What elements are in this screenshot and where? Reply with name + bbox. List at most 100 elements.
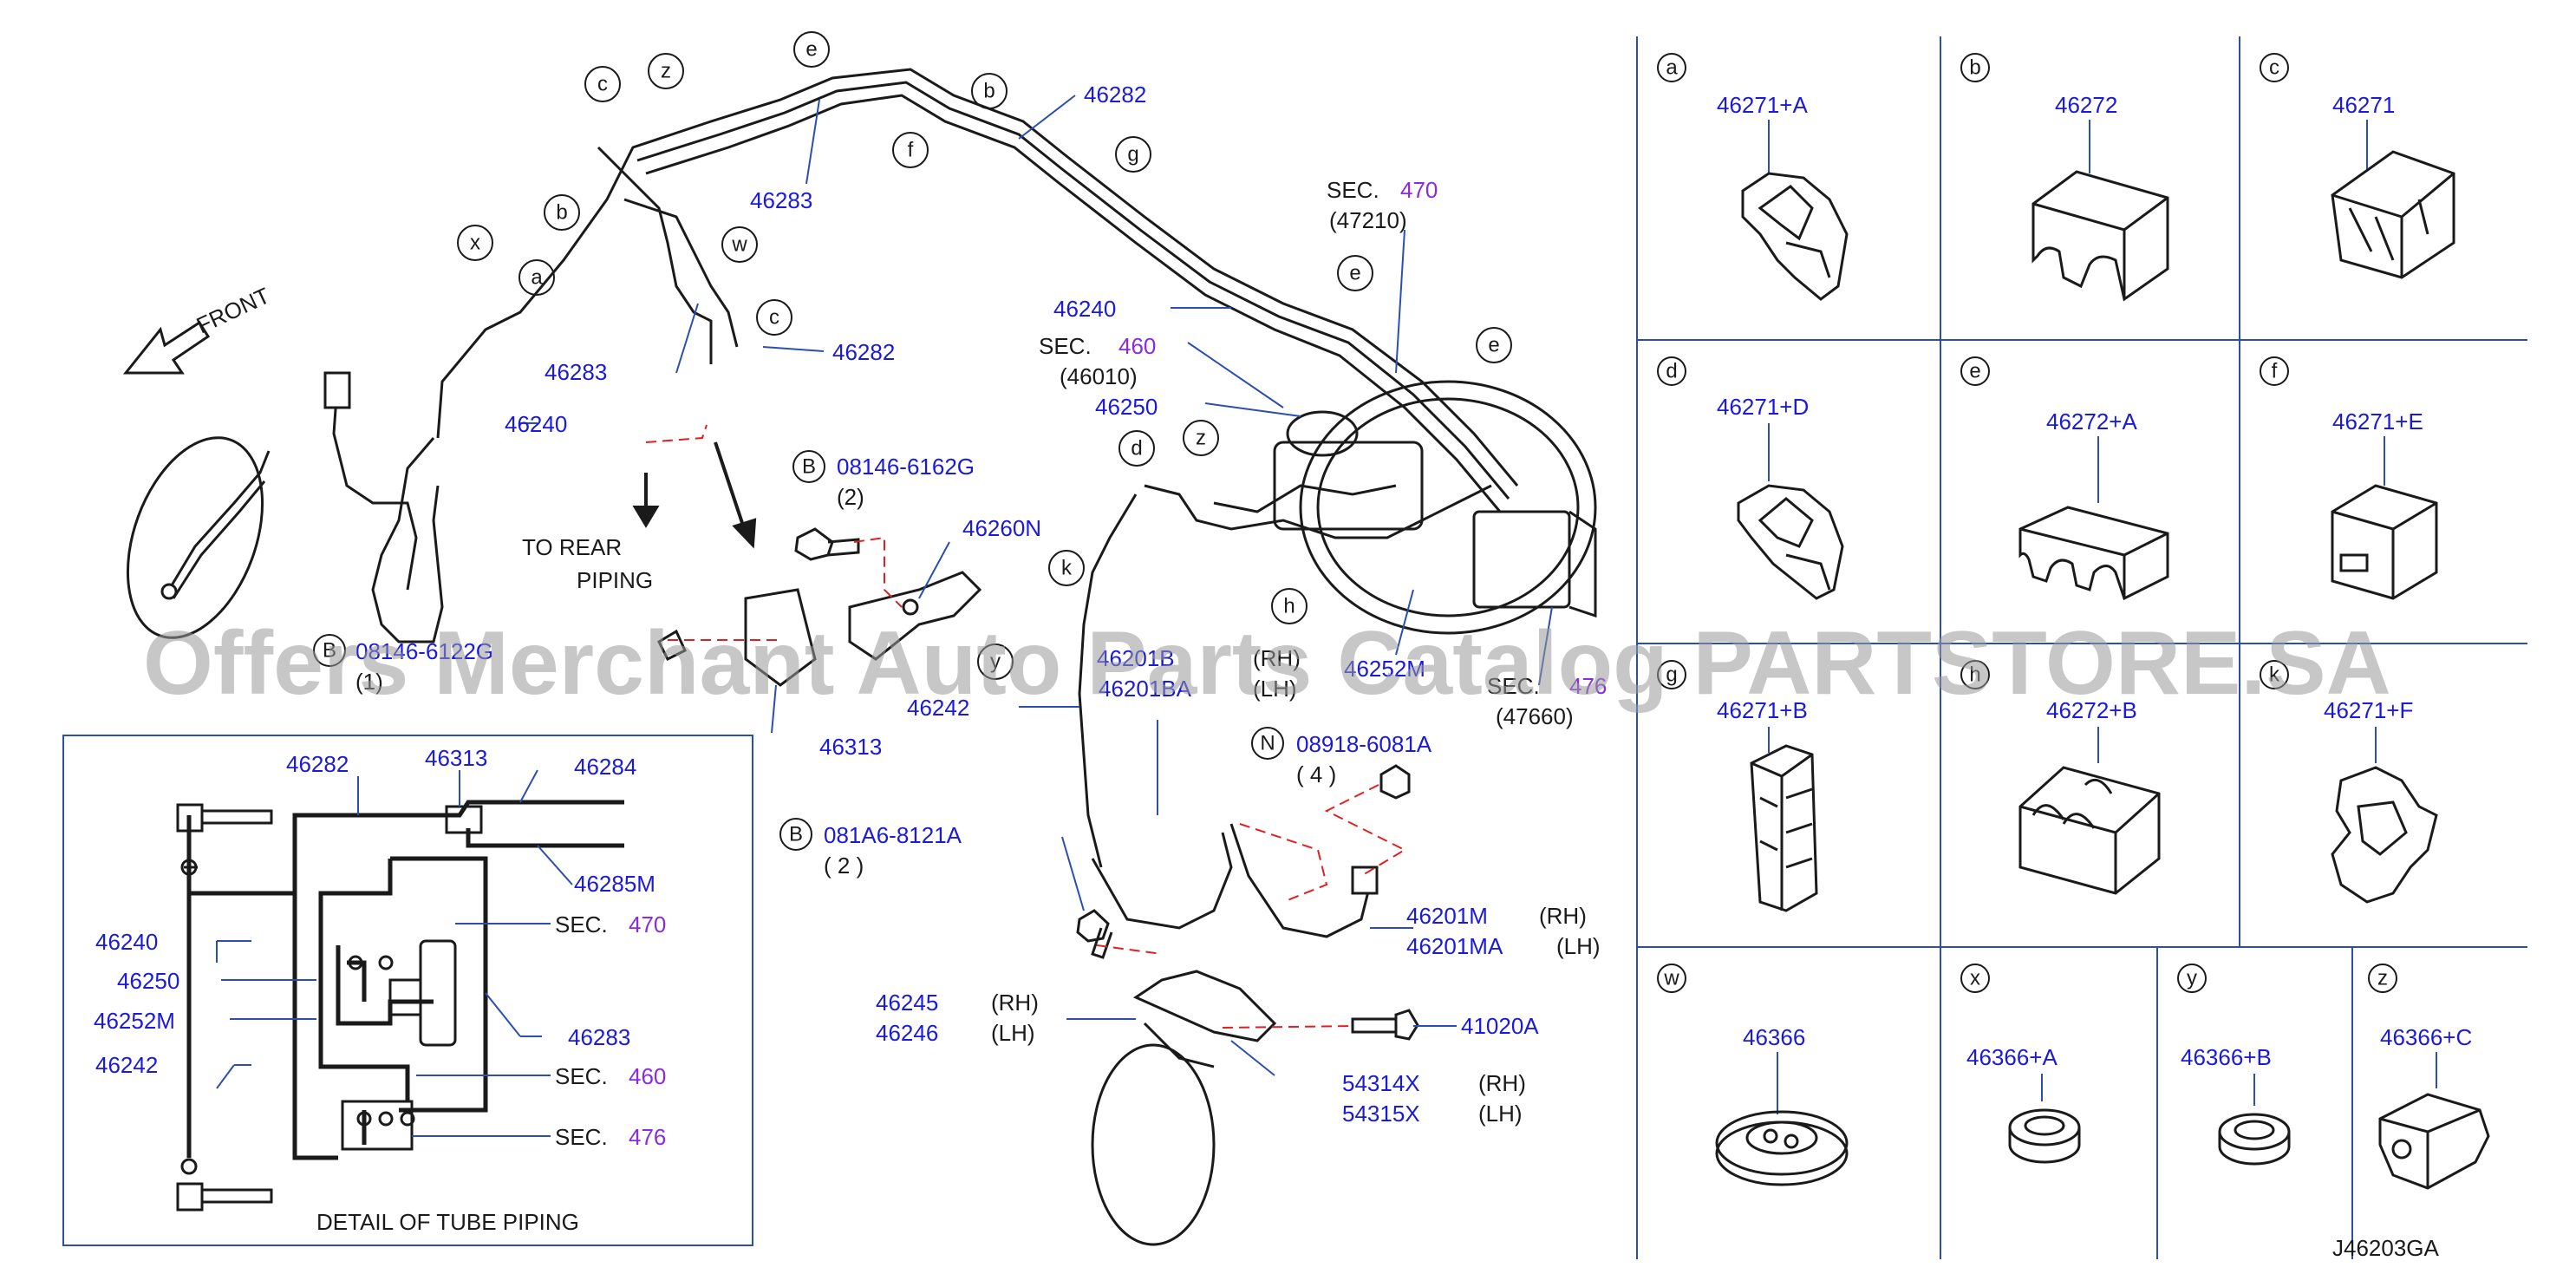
part-label[interactable]: 46242 [907,695,969,721]
clip-cell-k[interactable]: k 46271+F [2260,660,2438,904]
callout-circle[interactable]: z [1183,420,1219,456]
part-label[interactable]: 46250 [1095,394,1158,420]
callout-circle[interactable]: e [793,31,830,68]
detail-section-number[interactable]: 470 [629,911,666,937]
callout-circle[interactable]: f [892,132,929,168]
grommet-cell-y[interactable]: y 46366+B [2177,964,2291,1166]
detail-section-number[interactable]: 476 [629,1124,666,1150]
dashed-leaders [645,424,1407,1029]
bolt-ref-b1[interactable]: B [792,450,825,483]
clip-cell-h[interactable]: h 46272+B [1960,660,2161,895]
detail-part-label[interactable]: 46240 [95,929,158,955]
part-label[interactable]: 46201M [1406,903,1488,929]
part-label[interactable]: 46260N [962,515,1041,541]
clip-cell-d[interactable]: d 46271+D [1657,356,1844,600]
clip-a-icon [1741,172,1849,301]
fastener-part[interactable]: 08146-6162G [837,454,975,480]
part-label[interactable]: 46252M [1344,656,1425,682]
clip-part-number: 46366+C [2380,1024,2472,1050]
callout-circle[interactable]: e [1337,255,1373,291]
nut-icon [1379,764,1411,800]
part-label[interactable]: 46282 [1084,82,1146,108]
part-label[interactable]: 46240 [1053,296,1116,322]
callout-circle[interactable]: y [977,644,1014,680]
callout-circle[interactable]: w [721,226,758,263]
callout-circle[interactable]: h [1271,588,1308,624]
svg-text:b: b [556,201,567,225]
clip-letter: z [2377,967,2388,990]
svg-text:g: g [1127,143,1138,167]
callout-circle[interactable]: c [584,66,621,102]
callout-circle[interactable]: d [1118,430,1155,467]
part-label[interactable]: 46240 [505,411,567,437]
part-label[interactable]: 46201MA [1406,933,1503,959]
section-ref-number[interactable]: 470 [1400,177,1438,203]
front-arrow-icon [122,320,211,375]
clip-letter: y [2187,967,2197,990]
section-ref-number[interactable]: 460 [1118,333,1156,359]
detail-section-number[interactable]: 460 [629,1063,666,1089]
clip-k-icon [2331,766,2438,904]
callout-circle[interactable]: a [518,259,555,296]
part-label[interactable]: 46283 [750,187,812,213]
rear-piping-label: PIPING [577,567,653,593]
detail-part-label[interactable]: 46284 [574,754,636,780]
nut-ref-n[interactable]: N [1251,727,1284,760]
diagram-code: J46203GA [2332,1235,2440,1261]
fastener-part[interactable]: 08918-6081A [1296,731,1432,757]
detail-part-label[interactable]: 46250 [117,968,179,994]
part-label[interactable]: 54315X [1342,1101,1420,1127]
clip-part-number: 46271+E [2332,408,2423,434]
callout-circle[interactable]: b [971,73,1008,109]
rear-piping-label: TO REAR [522,534,622,560]
part-label[interactable]: 46282 [832,339,895,365]
callout-leaders [520,95,1553,1076]
bolt-ref-b3[interactable]: B [779,818,812,851]
clip-cell-f[interactable]: f 46271+E [2260,356,2438,600]
part-label[interactable]: 46201BA [1099,676,1192,702]
callout-circle[interactable]: z [648,53,684,89]
svg-text:f: f [908,139,914,162]
section-ref-number[interactable]: 476 [1569,673,1607,699]
svg-text:c: c [769,306,779,330]
clip-parts-grid [1636,36,2527,1259]
part-label[interactable]: 46246 [876,1020,938,1046]
svg-text:B: B [323,639,336,663]
part-label[interactable]: 54314X [1342,1070,1420,1096]
detail-part-label[interactable]: 46285M [574,871,655,897]
part-label[interactable]: 46313 [819,734,882,760]
detail-part-label[interactable]: 46252M [94,1008,175,1034]
part-label[interactable]: 46201B [1097,645,1175,671]
fastener-part[interactable]: 081A6-8121A [824,822,962,848]
clip-cell-e[interactable]: e 46272+A [1960,356,2169,601]
grommet-cell-x[interactable]: x 46366+A [1960,964,2081,1164]
svg-text:k: k [1061,557,1073,580]
callout-circle[interactable]: b [544,194,580,231]
callout-circle[interactable]: x [457,225,493,261]
clip-cell-a[interactable]: a 46271+A [1657,53,1849,301]
part-label[interactable]: 46245 [876,990,938,1016]
clip-cell-b[interactable]: b 46272 [1960,53,2169,302]
detail-part-label[interactable]: 46313 [425,745,487,771]
clip-part-number: 46272 [2055,92,2117,118]
bolt-icon [794,527,860,561]
fastener-part[interactable]: 08146-6122G [355,638,493,664]
fastener-qty: ( 4 ) [1296,761,1336,787]
clip-letter: d [1666,360,1677,383]
detail-part-label[interactable]: 46283 [568,1024,630,1050]
clip-cell-g[interactable]: g 46271+B [1657,660,1818,912]
part-label[interactable]: 46283 [545,359,607,385]
callout-circle[interactable]: k [1048,550,1085,586]
detail-part-label[interactable]: 46282 [286,751,349,777]
callout-circle[interactable]: c [756,299,792,336]
detail-section-ref: SEC. [555,1124,608,1150]
grommet-cell-w[interactable]: w 46366 [1657,964,1849,1186]
callout-circle[interactable]: e [1476,327,1512,363]
clip-cell-z[interactable]: z 46366+C [2368,964,2490,1190]
bolt-ref-b2[interactable]: B [313,634,346,667]
callout-circle[interactable]: g [1115,136,1151,173]
detail-part-label[interactable]: 46242 [95,1052,158,1078]
clip-cell-c[interactable]: c 46271 [2260,53,2455,279]
svg-text:y: y [990,650,1001,674]
part-label[interactable]: 41020A [1461,1013,1539,1039]
